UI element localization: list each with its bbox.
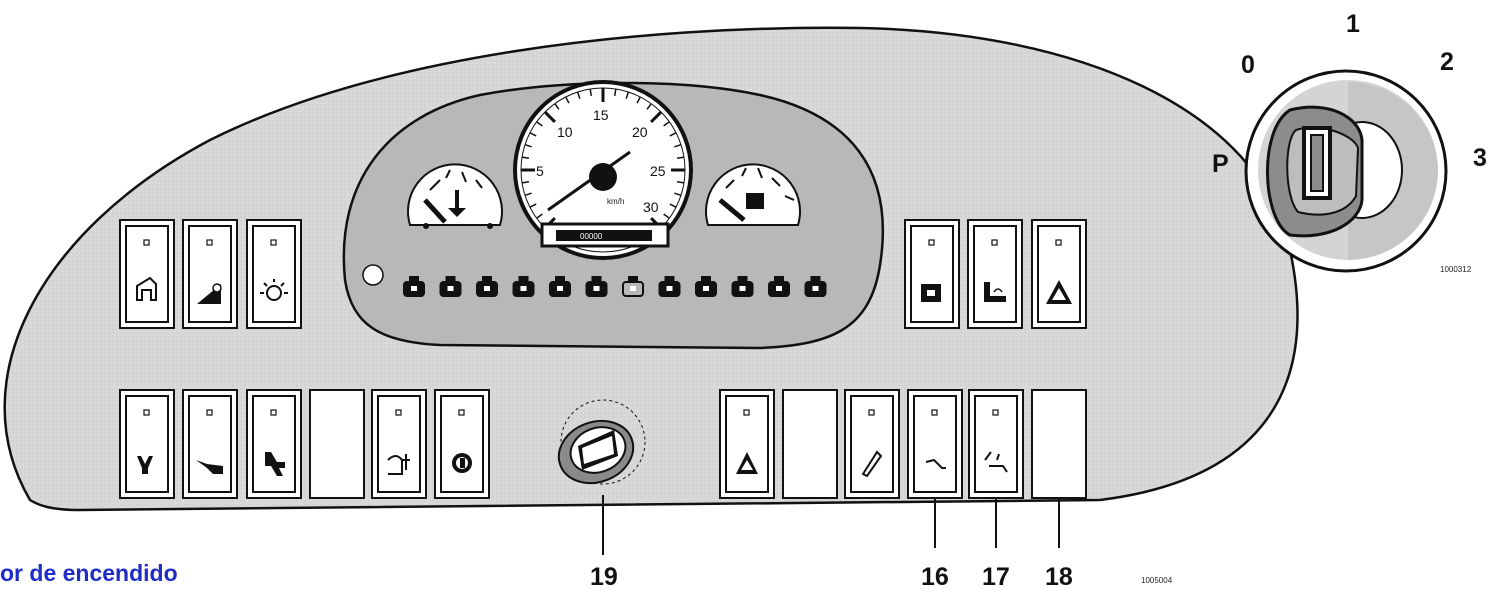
callout-18: 18 <box>1045 563 1073 590</box>
fuel-gauge <box>705 163 801 226</box>
switch-bottom-left-1[interactable] <box>119 389 175 499</box>
seat-switch-icon <box>984 451 1008 473</box>
speedometer-needle <box>547 150 631 212</box>
horn-icon <box>861 450 883 478</box>
panel-figure-code: 1005004 <box>1141 576 1173 585</box>
switch-top-left-1[interactable] <box>119 219 175 329</box>
position-0: 0 <box>1241 51 1255 79</box>
speedometer-tick <box>676 180 685 184</box>
speedometer-tick <box>669 132 677 137</box>
speedometer-tick <box>674 143 682 148</box>
speedometer-tick <box>663 213 670 219</box>
speedometer-tick <box>543 110 556 123</box>
filter-icon <box>768 276 790 297</box>
speedometer-tick <box>521 180 530 184</box>
battery-icon <box>512 276 535 297</box>
speedometer-tick <box>650 110 663 123</box>
speedometer-tick <box>636 96 641 104</box>
work-light-icon <box>266 285 282 301</box>
position-2: 2 <box>1440 48 1454 76</box>
washer-icon <box>925 458 946 469</box>
switch-bottom-left-6[interactable] <box>434 389 490 499</box>
speedometer-tick <box>674 192 682 197</box>
switch-18[interactable] <box>1031 389 1087 548</box>
charging-icon <box>439 276 462 297</box>
position-3: 3 <box>1473 144 1487 172</box>
speed-scale-10: 10 <box>557 124 573 140</box>
wiper-icon <box>196 460 223 474</box>
speedometer: 5 10 15 20 25 30 km/h 00000 <box>513 80 693 260</box>
switch-bottom-right-1[interactable] <box>719 389 775 499</box>
switch-top-left-3[interactable] <box>246 219 302 329</box>
rear-fog-icon <box>137 456 153 474</box>
brake-icon <box>476 276 498 297</box>
speedometer-tick <box>669 203 677 208</box>
speedometer-tick <box>646 103 652 110</box>
position-p: P <box>1212 150 1229 178</box>
fuel-pump-icon <box>746 193 764 209</box>
speedometer-tick <box>529 203 537 208</box>
ignition-switch-detail: P 0 1 2 3 1000312 <box>1212 10 1487 274</box>
speed-scale-30: 30 <box>643 199 659 215</box>
seat-belt-icon <box>658 276 681 297</box>
speedometer-tick <box>521 156 530 160</box>
switch-bottom-left-2[interactable] <box>182 389 238 499</box>
warning-lamp-row <box>403 276 827 297</box>
door-icon <box>695 276 717 297</box>
speed-scale-25: 25 <box>650 163 666 179</box>
seat-heater-icon <box>984 282 1006 302</box>
switch-17[interactable] <box>968 389 1024 548</box>
ignition-figure-code: 1000312 <box>1440 265 1472 274</box>
figure-caption: or de encendido <box>0 560 178 586</box>
speedometer-tick <box>536 213 543 219</box>
speedometer-tick <box>524 192 532 197</box>
panel-ignition-switch[interactable] <box>550 399 646 555</box>
speedometer-tick <box>524 143 532 148</box>
speedometer-tick <box>565 96 570 104</box>
cab-light-icon <box>136 276 157 301</box>
callout-16: 16 <box>921 563 949 590</box>
lamp-test-button[interactable] <box>362 264 384 286</box>
temperature-icon <box>549 276 571 297</box>
speedometer-tick <box>613 88 617 97</box>
switch-top-right-1[interactable] <box>904 219 960 329</box>
switch-bottom-left-3[interactable] <box>246 389 302 499</box>
speed-scale-5: 5 <box>536 163 544 179</box>
position-1: 1 <box>1346 10 1360 38</box>
speed-scale-20: 20 <box>632 124 648 140</box>
speedometer-tick <box>625 91 630 99</box>
speed-unit: km/h <box>607 197 624 206</box>
switch-top-right-3[interactable] <box>1031 219 1087 329</box>
switch-bottom-left-5[interactable] <box>371 389 427 499</box>
speed-scale-15: 15 <box>593 107 609 123</box>
switch-top-left-2[interactable] <box>182 219 238 329</box>
steering-icon <box>585 276 608 297</box>
speedometer-tick <box>536 121 543 127</box>
seat-adjust-icon <box>387 454 410 475</box>
callout-19: 19 <box>590 563 618 590</box>
switch-16[interactable] <box>907 389 963 548</box>
callout-17: 17 <box>982 563 1010 590</box>
temperature-gauge <box>407 163 503 229</box>
switch-blank-bottom-left <box>309 389 365 499</box>
switch-bottom-right-3[interactable] <box>844 389 900 499</box>
speedometer-tick <box>576 91 581 99</box>
speedometer-tick <box>554 103 560 110</box>
warning-triangle-icon <box>731 276 754 297</box>
odometer: 00000 <box>580 232 603 241</box>
oil-pressure-icon <box>403 276 425 297</box>
battery-warning-icon <box>622 276 644 297</box>
thermometer-icon <box>448 190 466 217</box>
speedometer-tick <box>676 156 685 160</box>
switch-top-right-2[interactable] <box>967 219 1023 329</box>
speedometer-tick <box>529 132 537 137</box>
fuel-icon <box>804 276 827 297</box>
fan-icon <box>265 452 285 476</box>
speedometer-tick <box>663 121 670 127</box>
speedometer-tick <box>589 88 593 97</box>
switch-blank-bottom-right-1 <box>782 389 838 499</box>
